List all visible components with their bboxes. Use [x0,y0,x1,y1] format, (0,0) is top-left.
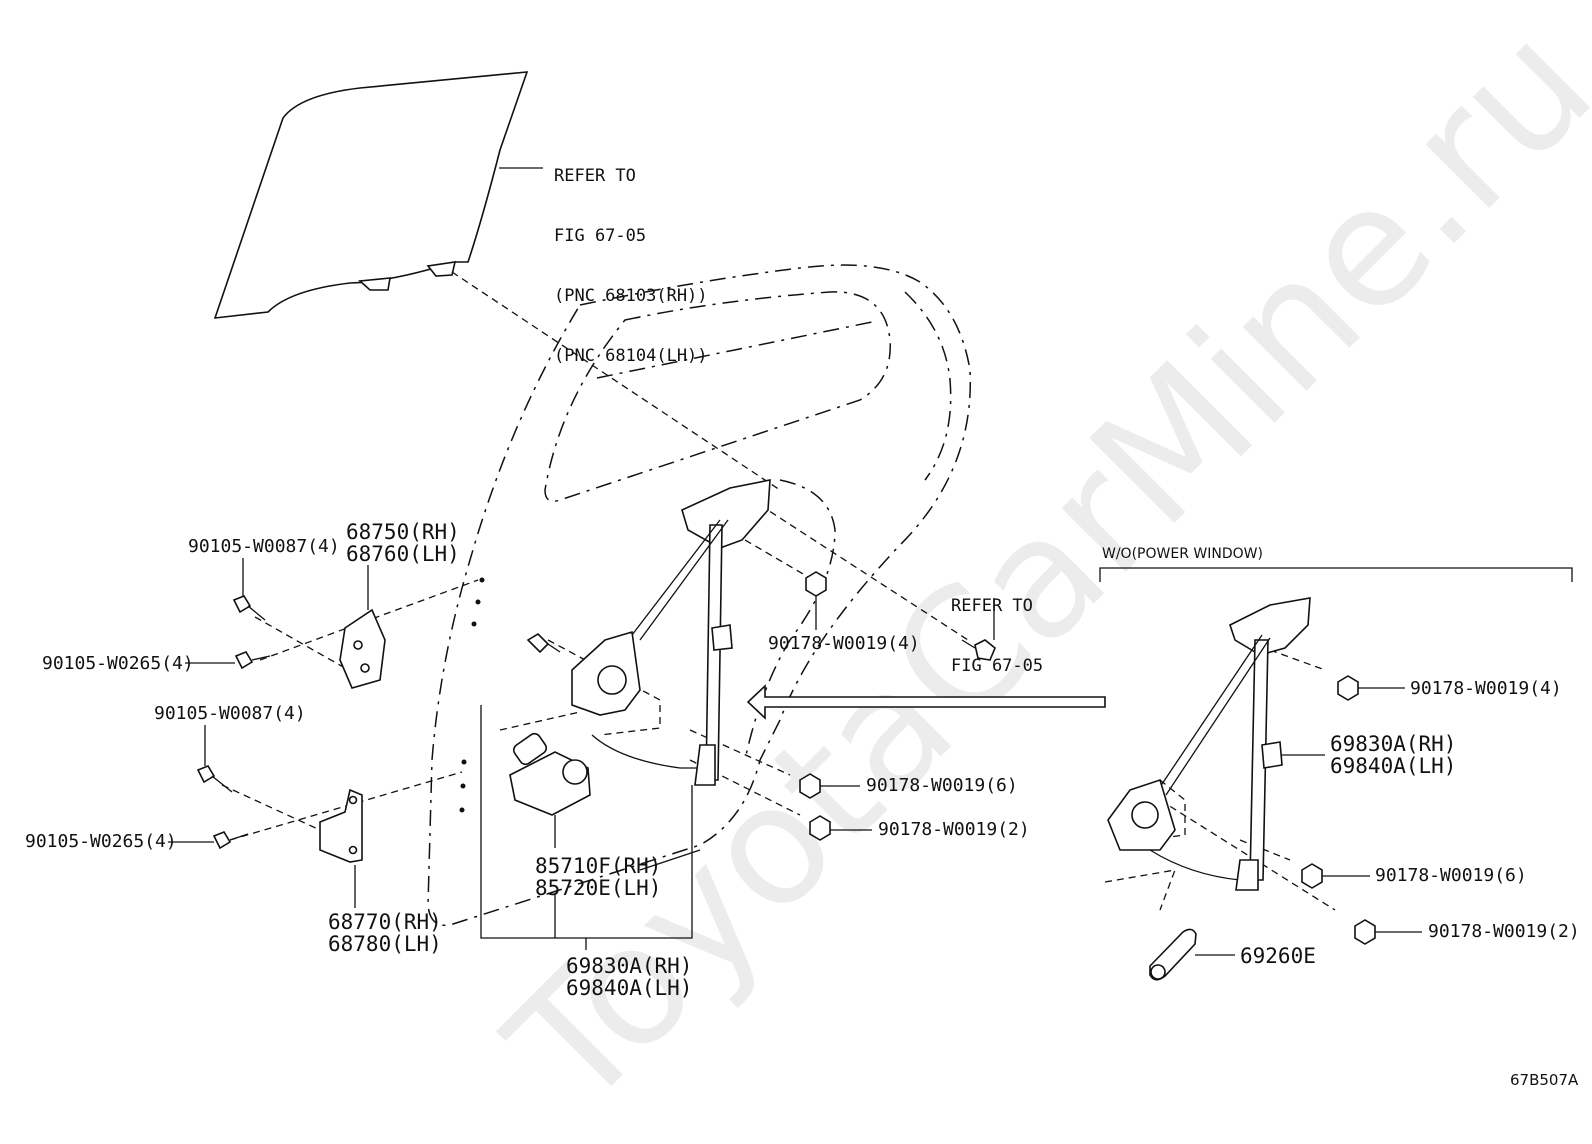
parts-diagram: ToyotaCarMine.ru [25,0,1592,1144]
fig-ref-bolt [961,639,996,661]
label-regulator-rh: 69830A(RH) [566,954,693,978]
bolt-upper-2 [234,651,271,670]
upper-hinge [339,608,386,689]
label-bolt-upper-2: 90105-W0265(4) [42,653,194,674]
label-hinge-upper-lh: 68760(LH) [346,542,460,566]
glass-ref-line-4: (PNC 68104(LH)) [554,346,708,366]
right-nut-b [1301,863,1323,889]
right-nut-c [1354,919,1376,945]
bolt-lower-2 [212,831,249,850]
regulator-motor [509,732,591,816]
fig-ref-note: REFER TO FIG 67-05 [951,556,1043,716]
right-nut-a [1337,675,1359,701]
label-right-reg-rh: 69830A(RH) [1330,732,1457,756]
glass-ref-line-1: REFER TO [554,166,636,186]
assembly-bracket [480,705,693,939]
label-handle: 69260E [1240,944,1316,968]
door-glass [213,71,529,319]
label-bolt-lower-2: 90105-W0265(4) [25,831,177,852]
label-nut-b: 90178-W0019(6) [866,775,1018,796]
manual-window-regulator [1107,597,1311,891]
nut-c [809,815,831,841]
regulator-bolt [526,632,561,654]
bolt-lower-1 [196,765,233,793]
bolt-upper-1 [232,595,266,621]
lower-hinge [319,788,363,863]
nut-a [805,571,827,597]
label-right-nut-a: 90178-W0019(4) [1410,678,1562,699]
label-regulator-lh: 69840A(LH) [566,976,693,1000]
label-right-reg-lh: 69840A(LH) [1330,754,1457,778]
label-bolt-lower-1: 90105-W0087(4) [154,703,306,724]
glass-ref-line-2: FIG 67-05 [554,226,647,246]
window-crank-handle [1149,928,1197,981]
fig-ref-line-1: REFER TO [951,596,1033,616]
power-window-regulator [571,479,771,786]
label-motor-lh: 85720E(LH) [535,876,662,900]
label-bolt-upper-1: 90105-W0087(4) [188,536,340,557]
manual-section-bracket [1099,567,1573,582]
label-hinge-lower-lh: 68780(LH) [328,932,442,956]
manual-section-header: W/O(POWER WINDOW) [1102,546,1263,562]
label-nut-a: 90178-W0019(4) [768,633,920,654]
glass-ref-note: REFER TO FIG 67-05 (PNC 68103(RH)) (PNC … [554,126,708,406]
label-right-nut-c: 90178-W0019(2) [1428,921,1580,942]
glass-ref-line-3: (PNC 68103(RH)) [554,286,708,306]
nut-b [799,773,821,799]
motor-line [639,849,701,871]
diagram-drawing [168,71,1573,981]
label-right-nut-b: 90178-W0019(6) [1375,865,1527,886]
guide-lines [221,271,1336,911]
door-holes [459,577,485,813]
label-hinge-upper-rh: 68750(RH) [346,520,460,544]
reference-arrow [746,684,1106,720]
fig-ref-line-2: FIG 67-05 [951,656,1044,676]
label-nut-c: 90178-W0019(2) [878,819,1030,840]
label-hinge-lower-rh: 68770(RH) [328,910,442,934]
label-motor-rh: 85710F(RH) [535,854,662,878]
figure-code: 67B507A [1510,1071,1579,1089]
